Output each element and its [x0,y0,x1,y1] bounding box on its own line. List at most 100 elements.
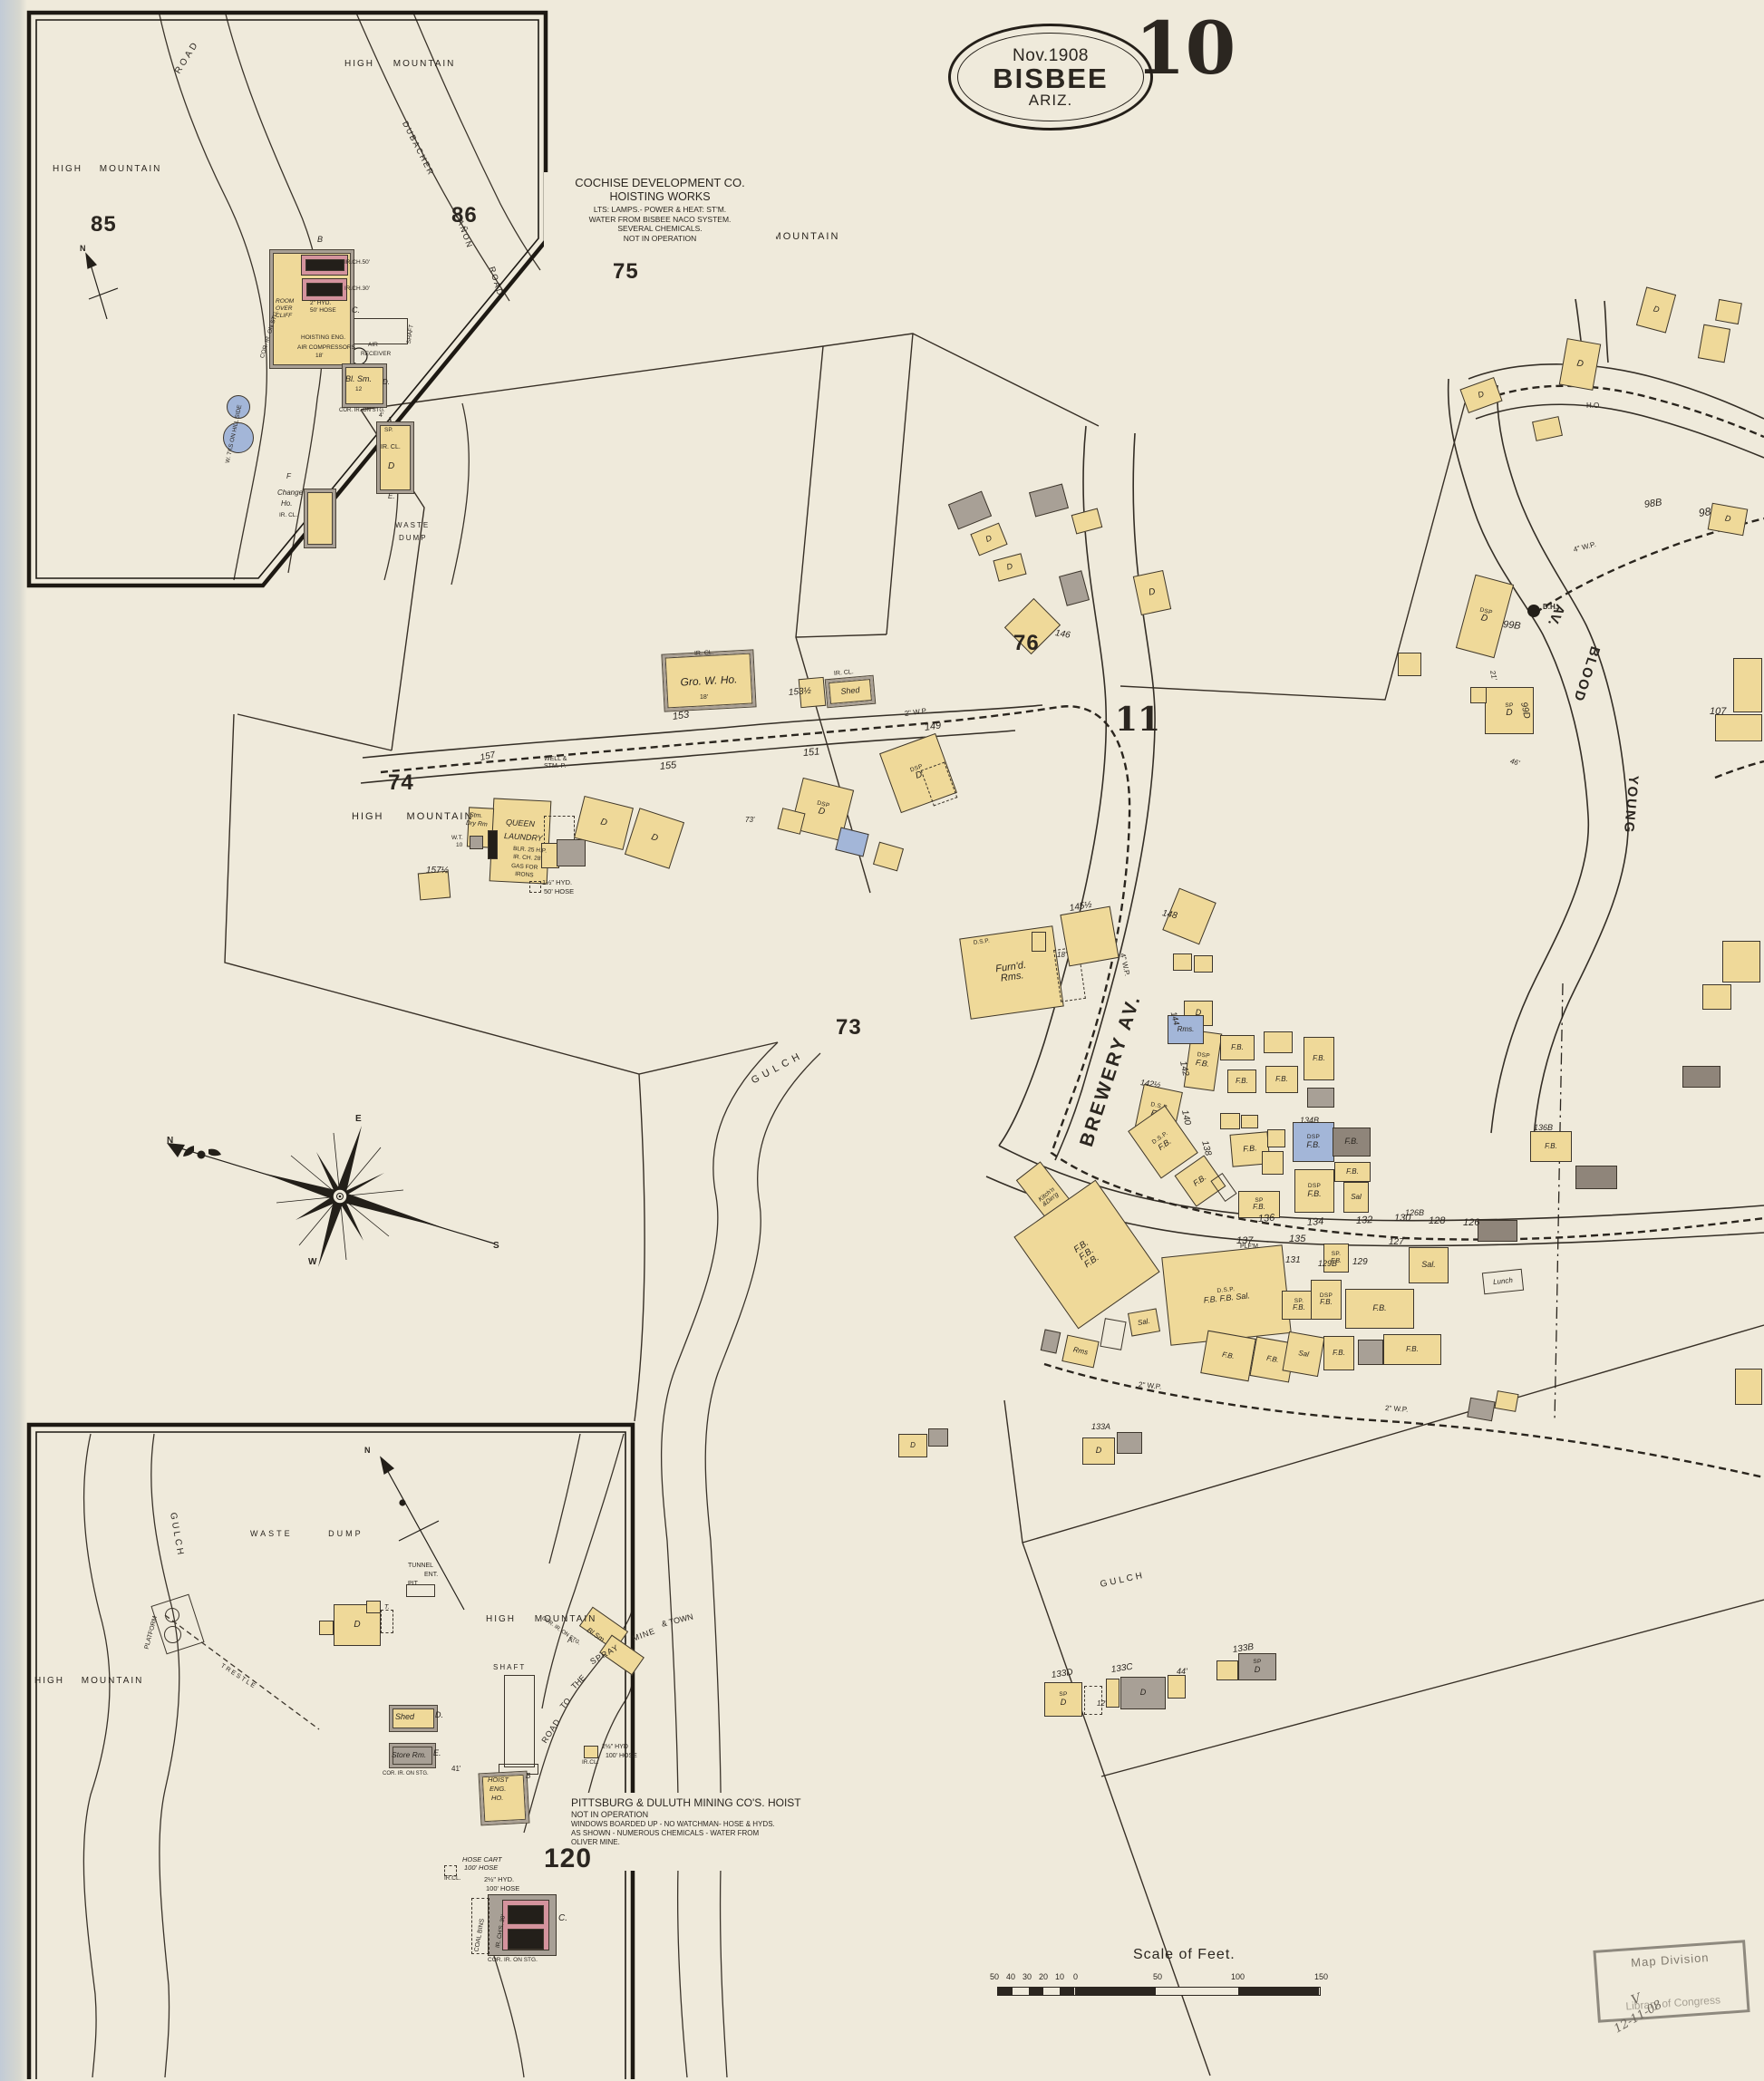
building [1117,1432,1142,1454]
map-label: 86 [451,203,478,227]
map-label: ROAD [487,265,506,298]
map-label: 157½ [426,866,450,876]
map-label: 153 [672,709,690,722]
map-label: 130 [1394,1213,1411,1224]
map-label: 98 [1698,505,1712,519]
map-label: 149 [924,720,942,733]
map-label: RECEIVER [361,351,392,357]
map-label: 129B [1318,1259,1338,1268]
stamp-city: BISBEE [993,62,1109,94]
map-label: HIGH MOUNTAIN [344,59,456,69]
map-label: DUMP [399,534,428,542]
map-label: LAUNDRY [503,831,543,843]
map-label: COAL BINS [473,1918,486,1953]
map-label: B [526,1772,531,1780]
building [1722,941,1760,982]
scale-bar [997,1987,1321,1996]
scale-tick-label: 100 [1231,1972,1245,1981]
map-label: 126 [1463,1217,1480,1228]
building [1194,955,1213,973]
map-label: 2" W.P. [1138,1380,1162,1391]
map-label: COR. IR. ON STG. [339,408,385,413]
map-label: COR. IR. ON STG. [383,1771,429,1776]
map-label: C. [558,1913,567,1923]
map-label: D [388,461,395,471]
map-label: TRESTLE [219,1662,258,1691]
building-d: D [898,1434,927,1457]
building [227,395,250,419]
map-label: MINE [631,1626,657,1643]
building [223,422,254,453]
building [305,489,335,547]
north-arrow-top-inset [85,252,119,320]
map-label: COR. IR. ON STG. [488,1957,538,1963]
map-label: 4" W.P. [1119,952,1132,977]
map-label: BLOOD [1570,644,1604,705]
building [343,364,386,407]
map-label: WASTE [395,521,431,529]
map-label: F [286,472,291,480]
building [164,1626,181,1643]
map-label: HOISTING ENG. [301,334,346,341]
map-label: 146 [1054,628,1071,641]
building-f-b-: F.B. [1220,1035,1255,1060]
map-label: 73 [836,1015,862,1040]
map-label: WASTE DUMP [250,1529,363,1538]
map-label: 50' HOSE [310,307,336,314]
inset-borders [26,10,635,2079]
map-label: W. TKS ON HILL SIDE [224,404,244,464]
building-f-b-: F.B. [1334,1162,1371,1182]
map-label: 127 [1389,1237,1404,1247]
building [557,839,586,866]
scale-segment [1157,1988,1238,1995]
map-label: 4' [379,412,384,419]
building [488,830,498,859]
building [504,1675,535,1767]
scale-tick-label: 50 [990,1972,1000,1981]
map-label: HIGH MOUNTAIN [53,164,162,174]
note-line: OLIVER MINE. [571,1838,620,1847]
building [377,422,413,493]
building [381,1610,393,1633]
map-label: SP. [384,427,393,433]
building-f-b-: SP.F.B. [1282,1291,1316,1320]
map-label: 107 [1710,706,1727,717]
map-label: 2" W.P. [1384,1404,1409,1414]
map-label: 131 [1285,1255,1301,1265]
building [354,318,408,344]
note-line: WATER FROM BISBEE NACO SYSTEM. [588,214,732,224]
map-label: ENG. [489,1785,507,1793]
building [584,1746,598,1758]
note-line: NOT IN OPERATION [623,233,697,243]
building [165,1608,179,1622]
building [1262,1151,1284,1175]
map-label: 126B [1405,1208,1425,1217]
building [1702,984,1731,1010]
map-label: H.O. [1586,402,1602,410]
map-label: HIGH MOUNTAIN [34,1676,144,1686]
map-label: DUBACHER [400,120,437,178]
north-arrow-bottom-inset [380,1456,465,1611]
map-label: 133C [1110,1661,1134,1675]
compass-rose [167,1126,495,1267]
building [1032,932,1046,952]
map-label: & TOWN [660,1612,694,1629]
scale-tick-label: 0 [1073,1972,1079,1981]
building [1173,953,1192,971]
map-label: 151 [802,746,820,759]
map-label: COR. IR. ON STG. [258,309,280,360]
building [1168,1675,1186,1699]
scale-segment [1060,1988,1075,1995]
building [1682,1066,1720,1088]
map-label: Shed [395,1712,415,1721]
map-label: 136B [1534,1123,1554,1132]
map-label: CLIFF [276,313,293,319]
map-label: E. [388,492,395,500]
map-label: S [493,1241,499,1251]
